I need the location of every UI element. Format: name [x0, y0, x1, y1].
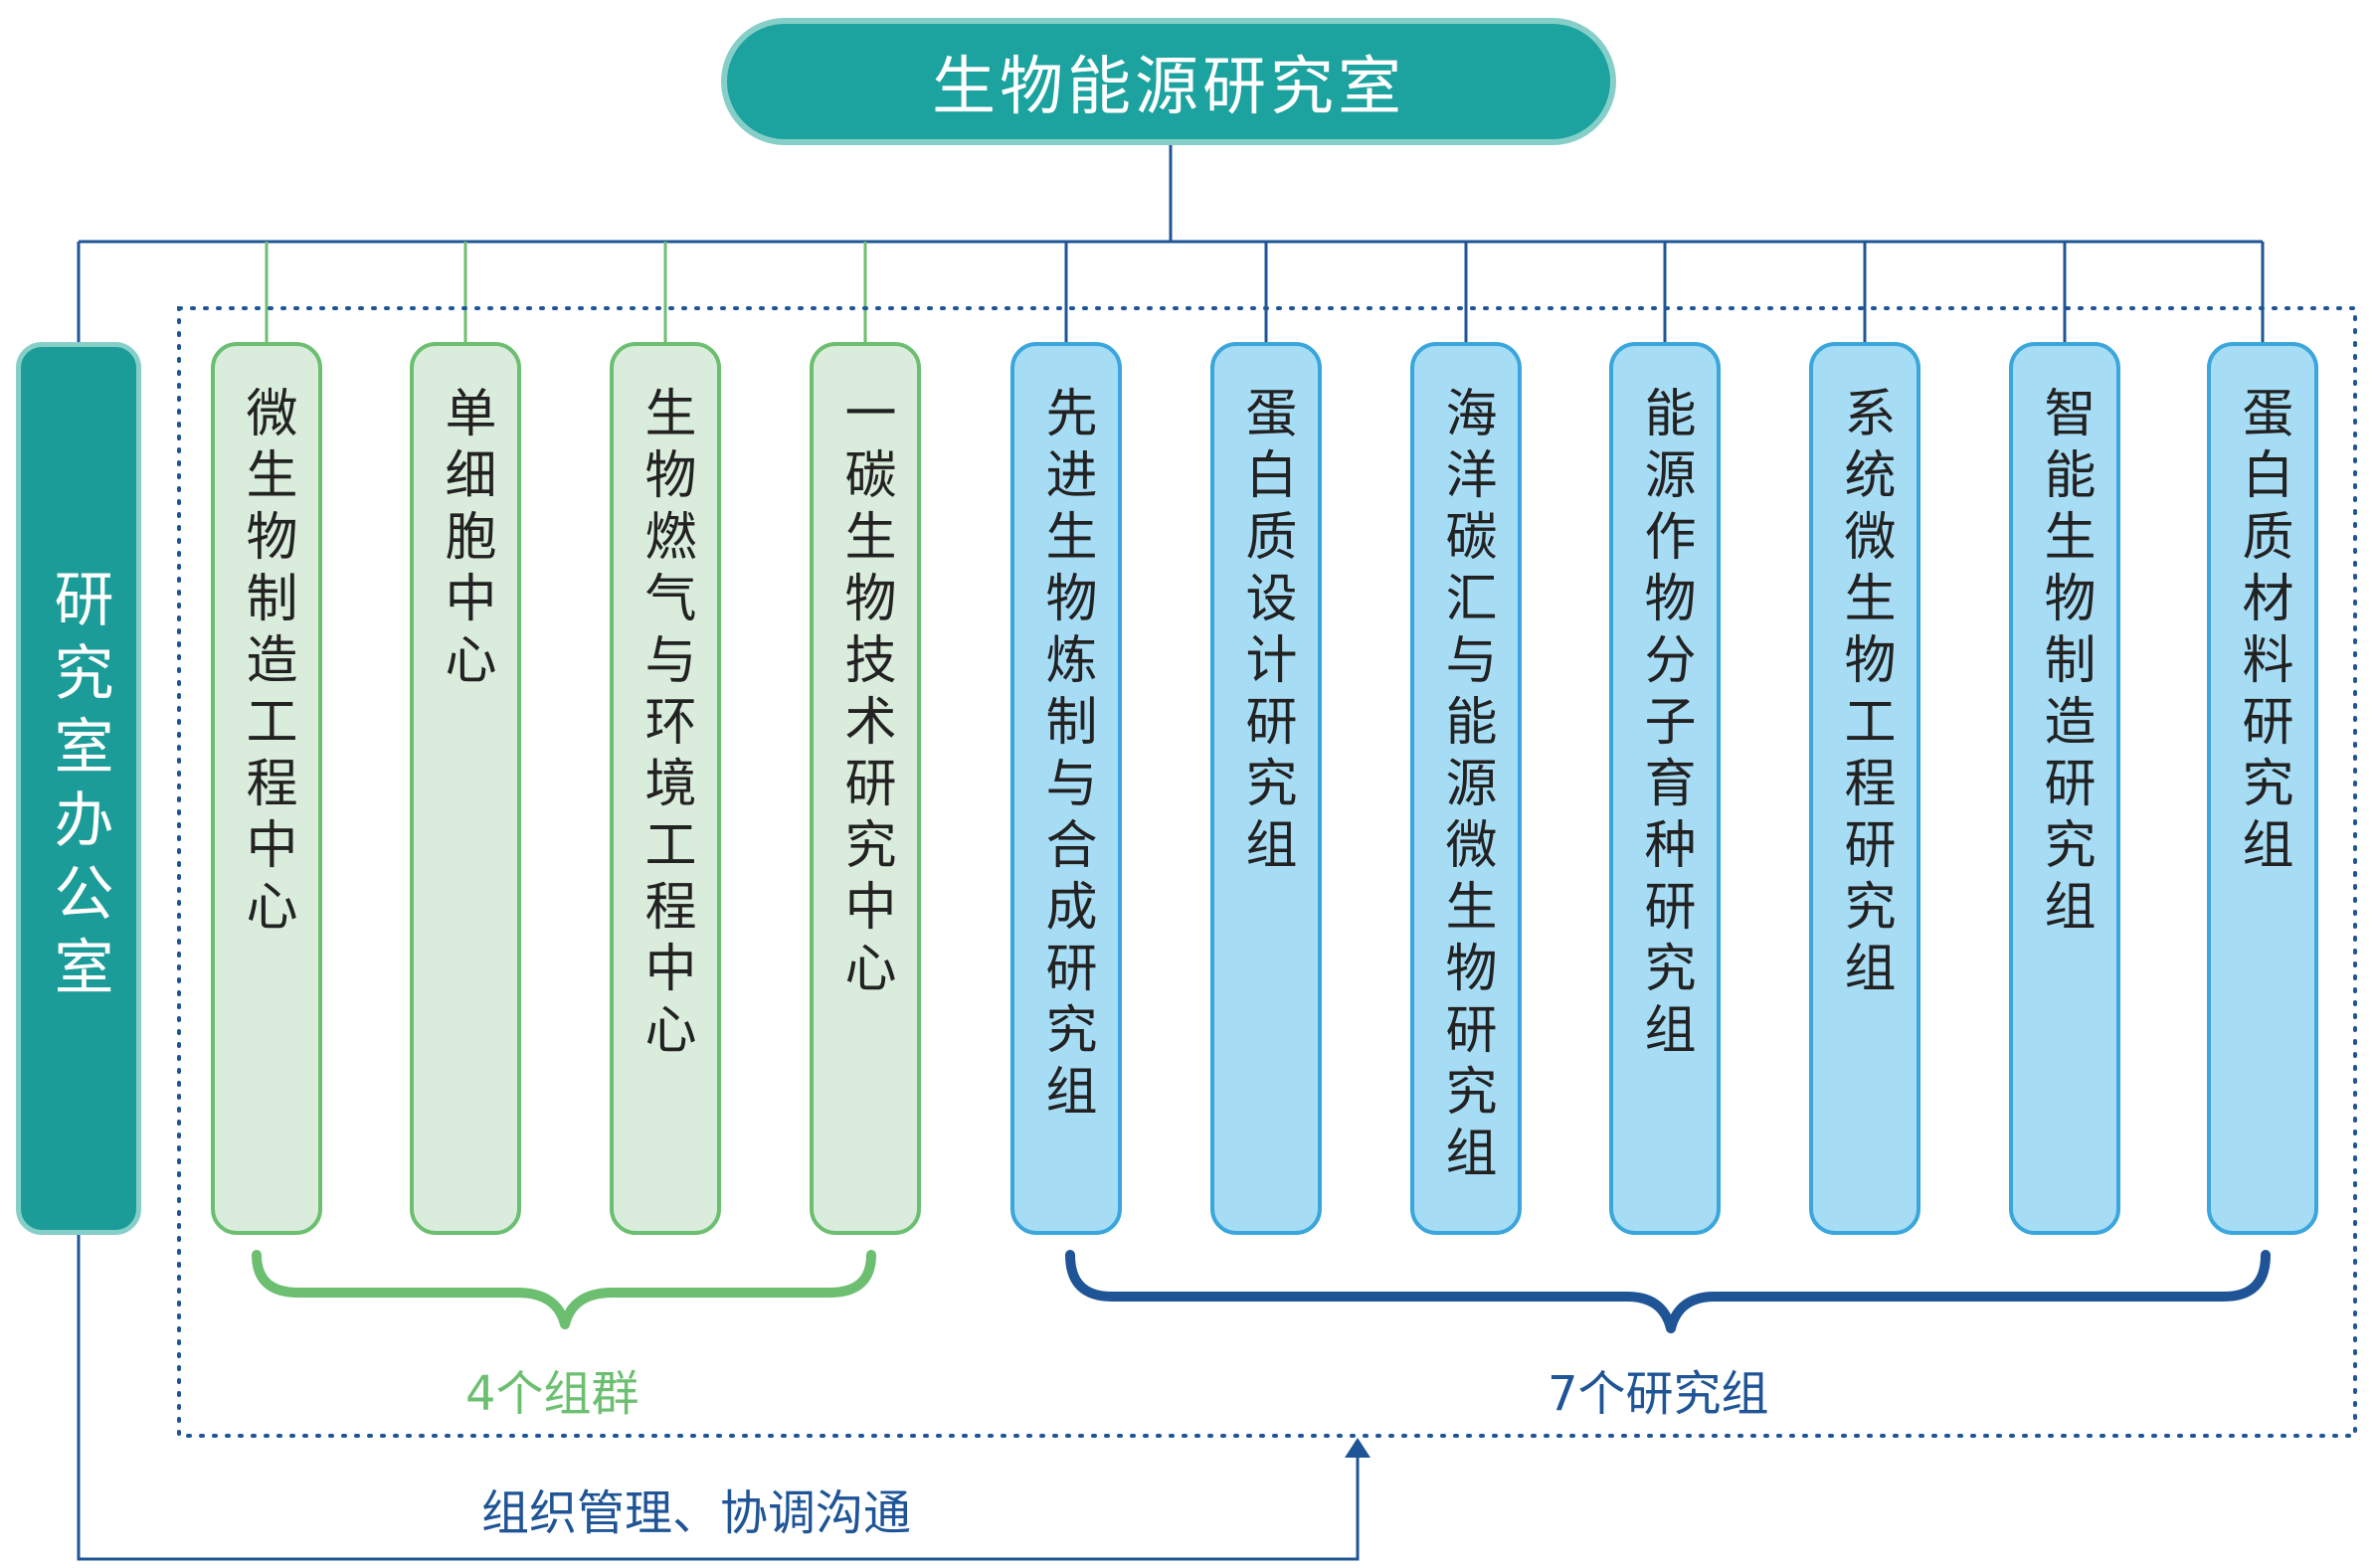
center-label: 单细胞中心	[436, 386, 495, 694]
title-text: 生物能源研究室	[932, 51, 1405, 124]
center-brace	[252, 1250, 876, 1329]
group-label: 先进生物炼制与合成研究组	[1036, 386, 1096, 1126]
group-label: 蛋白质材料研究组	[2233, 386, 2292, 879]
group-label: 系统微生物工程研究组	[1835, 386, 1895, 1002]
center-box: 微生物制造工程中心	[211, 342, 322, 1235]
group-brace-label: 7个研究组	[1548, 1366, 1769, 1422]
group-label: 智能生物制造研究组	[2035, 386, 2095, 941]
group-box: 智能生物制造研究组	[2009, 342, 2120, 1235]
office-box: 研究室办公室	[16, 342, 141, 1235]
center-label: 一碳生物技术研究中心	[835, 386, 895, 1002]
group-box: 蛋白质设计研究组	[1210, 342, 1322, 1235]
office-label: 研究室办公室	[44, 568, 113, 1009]
feedback-line	[77, 1235, 1360, 1561]
center-box: 一碳生物技术研究中心	[810, 342, 921, 1235]
center-label: 微生物制造工程中心	[237, 386, 296, 941]
group-box: 蛋白质材料研究组	[2207, 342, 2318, 1235]
group-box: 海洋碳汇与能源微生物研究组	[1410, 342, 1522, 1235]
title-box: 生物能源研究室	[721, 18, 1616, 145]
center-box: 生物燃气与环境工程中心	[610, 342, 721, 1235]
dotted-enclosure	[177, 306, 2357, 1438]
center-brace-label: 4个组群	[465, 1366, 639, 1422]
group-box: 能源作物分子育种研究组	[1609, 342, 1721, 1235]
group-brace	[1065, 1250, 2271, 1333]
group-label: 海洋碳汇与能源微生物研究组	[1436, 386, 1496, 1187]
group-label: 能源作物分子育种研究组	[1635, 386, 1695, 1064]
feedback-label: 组织管理、协调沟通	[481, 1485, 912, 1541]
group-box: 先进生物炼制与合成研究组	[1010, 342, 1122, 1235]
group-box: 系统微生物工程研究组	[1809, 342, 1920, 1235]
group-label: 蛋白质设计研究组	[1236, 386, 1296, 879]
center-label: 生物燃气与环境工程中心	[636, 386, 695, 1064]
arrow-head-icon	[1345, 1438, 1370, 1458]
center-box: 单细胞中心	[410, 342, 521, 1235]
